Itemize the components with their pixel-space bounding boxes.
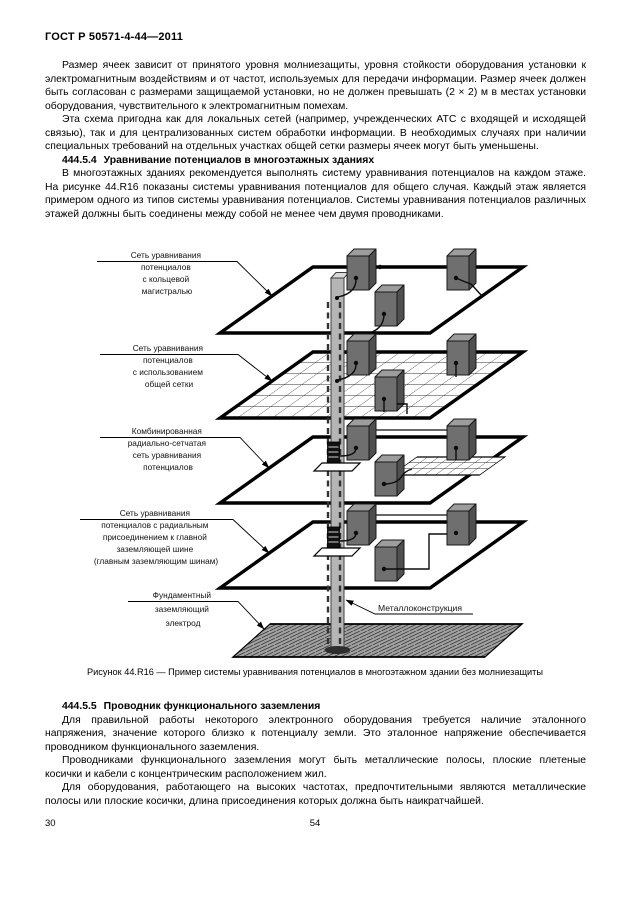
equipment-box xyxy=(446,503,477,546)
bonding-wires xyxy=(335,264,483,570)
equipment-box xyxy=(346,248,377,291)
equipment-box xyxy=(446,418,477,461)
paragraph-multistorey: В многоэтажных зданиях рекомендуется вып… xyxy=(45,168,586,220)
equipment-box xyxy=(446,333,477,376)
page-number-center: 54 xyxy=(309,818,321,829)
lower-text-block: 444.5.5 Проводник функционального заземле… xyxy=(45,700,586,808)
svg-text:Сеть уравнивания потен: Сеть уравнивания потенциалов с кольцевой… xyxy=(131,250,204,296)
paragraph-conductor-types: Проводниками функционального заземления … xyxy=(45,755,586,780)
upper-text-block: Размер ячеек зависит от принятого уровня… xyxy=(45,59,586,221)
equipment-box xyxy=(374,454,405,497)
equipment-box xyxy=(374,539,405,582)
section-number: 444.5.4 xyxy=(62,154,97,166)
paragraph-high-frequency: Для оборудования, работающего на высоких… xyxy=(45,782,586,807)
section-heading-444-5-5: 444.5.5 Проводник функционального заземле… xyxy=(45,700,586,714)
document-header: ГОСТ Р 50571-4-44—2011 xyxy=(45,31,184,43)
figure-caption: Рисунок 44.R16 — Пример системы уравнива… xyxy=(87,667,543,677)
earthing-busbar-floor3 xyxy=(312,441,362,472)
equipment-box xyxy=(374,369,405,412)
label-radial-network: Сеть уравнивания потенциалов с радиальны… xyxy=(80,508,270,566)
label-metal-structure: Металлоконструкция xyxy=(345,599,473,615)
earthing-busbar-floor4 xyxy=(312,526,362,557)
section-number: 444.5.5 xyxy=(62,701,97,712)
label-mesh-network: Сеть уравнивания потенциалов с использов… xyxy=(100,343,273,389)
column-base-shadow xyxy=(324,646,351,654)
paragraph-cell-size: Размер ячеек зависит от принятого уровня… xyxy=(45,60,586,112)
figure-44-R16-diagram: Сеть уравнивания потенциалов с кольцевой… xyxy=(80,248,529,658)
label-ring-network: Сеть уравнивания потенциалов с кольцевой… xyxy=(97,250,273,297)
section-title: Проводник функционального заземления xyxy=(103,701,321,712)
svg-text:Сеть уравнивания потен: Сеть уравнивания потенциалов с использов… xyxy=(133,343,206,389)
svg-text:Сеть уравнивания потен: Сеть уравнивания потенциалов с радиальны… xyxy=(94,508,219,566)
label-foundation-electrode: Фундаментный заземляющий электрод xyxy=(128,590,265,630)
paragraph-scheme-suitability: Эта схема пригодна как для локальных сет… xyxy=(45,114,586,152)
foundation-electrode xyxy=(231,623,524,658)
label-combined-network: Комбинированная радиально-сетчатая сеть … xyxy=(100,426,270,472)
svg-text:Фундаментный заземляющ: Фундаментный заземляющий электрод xyxy=(153,590,214,628)
paragraph-reference-voltage: Для правильной работы некоторого электро… xyxy=(45,714,586,753)
svg-text:Комбинированная радиал: Комбинированная радиально-сетчатая сеть … xyxy=(128,426,209,472)
mesh-patch xyxy=(390,456,507,476)
page-number-left: 30 xyxy=(45,818,56,829)
equipment-box xyxy=(374,284,405,327)
equipment-box xyxy=(346,333,377,376)
svg-text:Металлоконструкция: Металлоконструкция xyxy=(378,603,462,613)
section-heading-444-5-4: 444.5.4 Уравнивание потенциалов в многоэт… xyxy=(45,154,586,168)
section-title: Уравнивание потенциалов в многоэтажных з… xyxy=(103,154,375,166)
